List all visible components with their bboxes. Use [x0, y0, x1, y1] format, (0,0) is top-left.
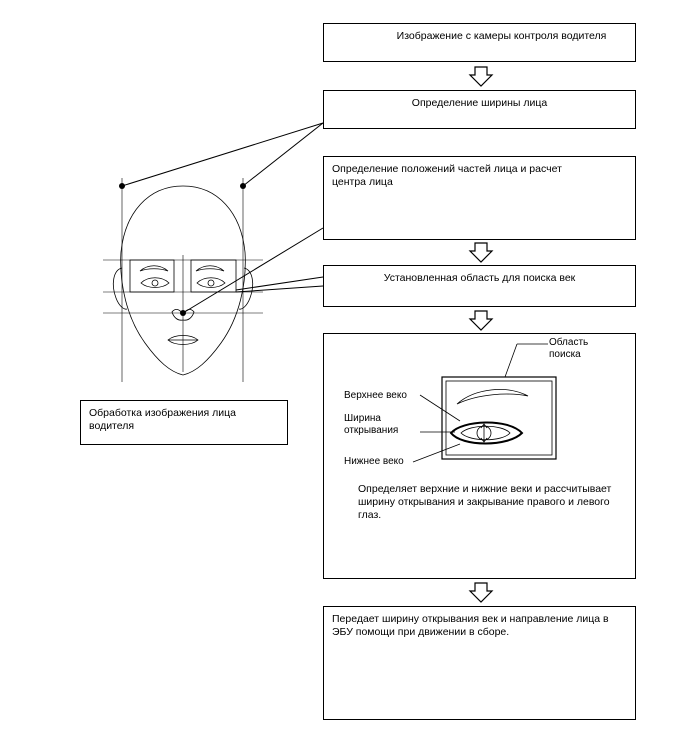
left-pupil	[151, 279, 159, 287]
lower-eyelid-label: Нижнее веко	[344, 456, 404, 467]
flow-box-eyelid-detection	[323, 333, 636, 579]
left-ear-shape	[112, 267, 128, 310]
dot-face-width-right	[240, 183, 246, 189]
leader-upper-eyelid	[419, 394, 461, 422]
flow-box-face-width: Определение ширины лица	[323, 90, 636, 129]
search-area-outer	[441, 376, 557, 460]
right-pupil	[207, 279, 215, 287]
leader-lower-eyelid	[412, 443, 461, 463]
dot-face-center	[180, 310, 186, 316]
flow-box-camera-image: Изображение с камеры контроля водителя	[323, 23, 636, 62]
flow-box-search-area-text: Установленная область для поиска век	[383, 272, 576, 284]
nose-shape	[171, 308, 195, 321]
eye-closeup-outer	[449, 421, 524, 445]
left-eyebrow	[139, 265, 169, 272]
down-arrow-1	[468, 66, 494, 87]
eye-closeup-inner	[460, 425, 511, 441]
flow-box-transmit: Передает ширину открывания век и направл…	[323, 606, 636, 720]
callout-dots	[119, 183, 246, 316]
right-eyebrow	[195, 265, 225, 272]
opening-width-label: Ширина открывания	[344, 413, 399, 436]
guide-lines	[103, 178, 263, 382]
eye-search-illustration	[412, 343, 557, 463]
flow-box-transmit-text: Передает ширину открывания век и направл…	[332, 613, 609, 638]
flow-arrows	[468, 66, 494, 603]
callout-face-width-right	[242, 122, 324, 187]
eyebrow-closeup	[456, 389, 529, 405]
upper-eyelid-label: Верхнее веко	[344, 390, 407, 401]
face-processing-caption: Обработка изображения лица водителя	[80, 400, 288, 445]
flow-box-camera-image-text: Изображение с камеры контроля водителя	[396, 30, 607, 42]
right-eye-shape	[196, 277, 226, 288]
head-outline	[120, 185, 246, 376]
callout-face-width-left	[121, 122, 324, 187]
flow-box-search-area: Установленная область для поиска век	[323, 265, 636, 307]
down-arrow-2	[468, 242, 494, 263]
down-arrow-3	[468, 310, 494, 331]
callout-lines	[121, 122, 324, 314]
eyelid-detection-description: Определяет верхние и нижние веки и рассч…	[358, 483, 612, 521]
flow-box-face-parts-text: Определение положений частей лица и расч…	[332, 163, 562, 188]
callout-search-area-bottom	[235, 285, 324, 293]
search-area-inner	[445, 380, 553, 456]
leader-search-area-2	[504, 343, 518, 378]
flow-box-face-parts: Определение положений частей лица и расч…	[323, 156, 636, 240]
callout-search-area-top	[235, 276, 324, 291]
left-eye-shape	[140, 277, 170, 288]
down-arrow-4	[468, 582, 494, 603]
search-area-label: Область поиска	[549, 337, 589, 360]
dot-face-width-left	[119, 183, 125, 189]
callout-face-center	[182, 227, 324, 314]
opening-arrow-top	[480, 423, 488, 429]
face-processing-caption-text: Обработка изображения лица водителя	[89, 407, 236, 432]
opening-arrow-bottom	[480, 437, 488, 443]
flow-box-face-width-text: Определение ширины лица	[411, 97, 548, 109]
